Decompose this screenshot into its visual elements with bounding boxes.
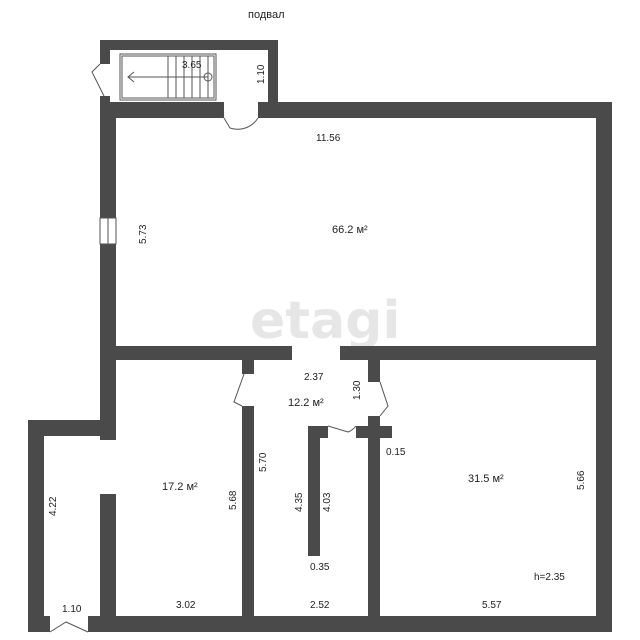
dim-stair-post: 0.35 <box>310 562 330 573</box>
staircase <box>119 53 217 101</box>
ceiling-height: h=2.35 <box>534 572 565 583</box>
dim-wall-thickness: 0.15 <box>386 447 406 458</box>
dim-stair-outer: 4.35 <box>294 492 305 512</box>
dim-right-width: 5.57 <box>482 600 502 611</box>
wall-top <box>258 102 612 118</box>
wall-hall-right-stub <box>356 426 392 438</box>
wall-bottom <box>88 616 612 632</box>
dim-main-height: 5.73 <box>138 224 149 244</box>
room-area-hall: 12.2 м² <box>288 397 324 409</box>
wall-stair-post <box>308 426 320 556</box>
dim-hall-height: 5.70 <box>258 452 269 472</box>
doors <box>49 63 389 633</box>
dim-annex-height: 1.10 <box>256 64 267 84</box>
wall-annex-bottom-left <box>100 102 224 118</box>
wall-divider-right <box>340 346 612 360</box>
wall-wing-left <box>28 420 44 632</box>
dimension-labels: 3.65 1.10 11.56 5.73 2.37 1.30 4.22 5.70… <box>48 60 587 615</box>
room-area-left: 17.2 м² <box>162 481 198 493</box>
wall-hall-left-upper <box>242 346 254 374</box>
dim-hall-width: 2.37 <box>304 372 324 383</box>
wall-annex-left-upper <box>100 40 110 64</box>
dim-annex-width: 3.65 <box>182 60 202 71</box>
dim-hall-bottom: 2.52 <box>310 600 330 611</box>
door-right-room <box>379 381 389 417</box>
plan-title: подвал <box>248 9 285 21</box>
door-wing-bottom <box>49 621 89 633</box>
wall-divider-left <box>100 346 292 360</box>
door-left-room <box>233 373 245 407</box>
dim-left-width: 3.02 <box>176 600 196 611</box>
walls <box>28 40 612 632</box>
room-area-right: 31.5 м² <box>468 473 504 485</box>
room-area-main: 66.2 м² <box>332 224 368 236</box>
door-annex-bottom <box>223 117 259 130</box>
wall-left-middle <box>100 244 116 440</box>
wall-wing-top <box>28 420 116 436</box>
wall-right <box>596 102 612 632</box>
window <box>99 217 117 245</box>
wall-left-upper <box>100 112 116 218</box>
dim-main-width: 11.56 <box>316 133 341 144</box>
watermark: etagi <box>250 291 400 351</box>
dim-wing-height: 4.22 <box>48 496 59 516</box>
dim-right-height: 5.66 <box>576 470 587 490</box>
wall-hall-left-lower <box>242 406 254 632</box>
wall-bottom-left <box>28 616 50 632</box>
room-areas: 66.2 м² 17.2 м² 12.2 м² 31.5 м² <box>162 224 504 493</box>
dim-left-height: 5.68 <box>228 490 239 510</box>
wall-annex-right <box>268 40 278 110</box>
door-annex-left <box>91 63 105 97</box>
wall-hall-right-lower <box>368 416 380 632</box>
wall-annex-top <box>100 40 278 50</box>
wall-hall-right-upper <box>368 346 380 382</box>
dim-stair-inner: 4.03 <box>322 492 333 512</box>
dim-wing-width: 1.10 <box>62 604 82 615</box>
wall-wing-right <box>100 494 116 632</box>
door-stair <box>327 425 357 433</box>
dim-hall-door: 1.30 <box>352 380 363 400</box>
